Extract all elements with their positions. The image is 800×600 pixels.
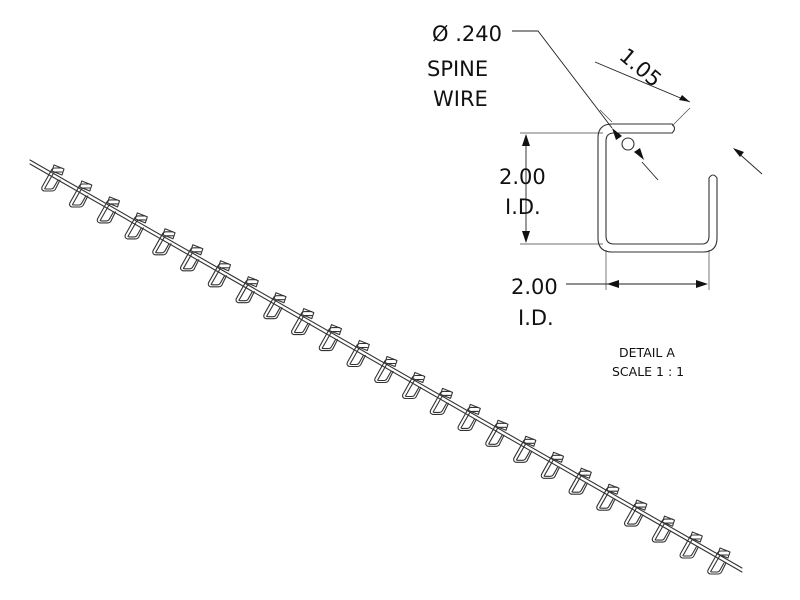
width-value: 2.00 (511, 275, 558, 299)
wire-hook (429, 387, 454, 415)
wire-hook (707, 547, 731, 575)
wire-hook (568, 467, 592, 495)
lip-dimension: 1.05 (594, 43, 763, 175)
wire-hook (485, 419, 509, 447)
lip-arrow (679, 95, 690, 102)
diameter-leader-line (512, 30, 613, 129)
wire-hook (624, 499, 648, 527)
wire-hook (180, 244, 204, 272)
wire-hook (513, 435, 537, 463)
hook-group (41, 164, 731, 575)
height-arrow-top (522, 134, 530, 146)
wire-hook (540, 451, 565, 479)
hook-leg-end (708, 174, 718, 179)
wire-hook (207, 260, 232, 288)
wire-hook (69, 180, 93, 208)
wire-hook (124, 212, 148, 240)
spine-wire-rod (29, 159, 743, 569)
diameter-leader-tail (641, 161, 659, 181)
lip-dimension-label: 1.05 (615, 43, 666, 91)
height-extension-lines (520, 132, 603, 245)
hook-profile-inner (605, 132, 710, 245)
wire-hook (402, 371, 426, 400)
diameter-arrow-lower (634, 148, 644, 160)
wire-hook (374, 355, 398, 384)
detail-title: DETAIL A (619, 345, 675, 360)
width-arrow-left (607, 280, 619, 288)
spine-wire-section (621, 137, 635, 151)
height-unit: I.D. (505, 195, 541, 219)
spine-wire-rod-edge (29, 163, 743, 573)
wire-hook (263, 292, 287, 320)
wire-hook (235, 276, 259, 304)
wire-hook (41, 164, 65, 192)
wire-hook (346, 339, 370, 368)
detail-caption: DETAIL A SCALE 1 : 1 (612, 345, 684, 379)
wire-hook (596, 483, 620, 511)
height-dimension: 2.00 I.D. (499, 132, 603, 245)
width-extension-lines (605, 250, 710, 290)
wire-hook (651, 515, 676, 543)
leg-arrow (733, 148, 744, 157)
lip-dimension-line (594, 61, 691, 103)
width-arrow-right (696, 280, 708, 288)
wire-hook (679, 531, 703, 559)
wire-hook (291, 308, 315, 336)
wire-hook (96, 196, 121, 224)
width-dimension: 2.00 I.D. (511, 250, 710, 330)
diameter-arrow-upper (612, 128, 622, 140)
detail-scale: SCALE 1 : 1 (612, 364, 684, 379)
height-arrow-bottom (522, 231, 530, 243)
diameter-label: Ø .240 (432, 22, 502, 46)
diameter-callout: Ø .240 SPINE WIRE (427, 22, 659, 181)
hook-profile-outer (597, 123, 718, 253)
wire-hook (318, 324, 343, 352)
wire-hook (457, 403, 481, 431)
height-value: 2.00 (499, 165, 546, 189)
width-unit: I.D. (518, 306, 554, 330)
lip-extension-lines (599, 107, 691, 127)
wire-hook (152, 228, 176, 256)
detail-a-profile (597, 123, 718, 253)
hook-lip-end (671, 123, 676, 134)
spine-label: SPINE (427, 57, 488, 81)
spine-wire-assembly (29, 159, 743, 575)
wire-label: WIRE (433, 87, 488, 111)
